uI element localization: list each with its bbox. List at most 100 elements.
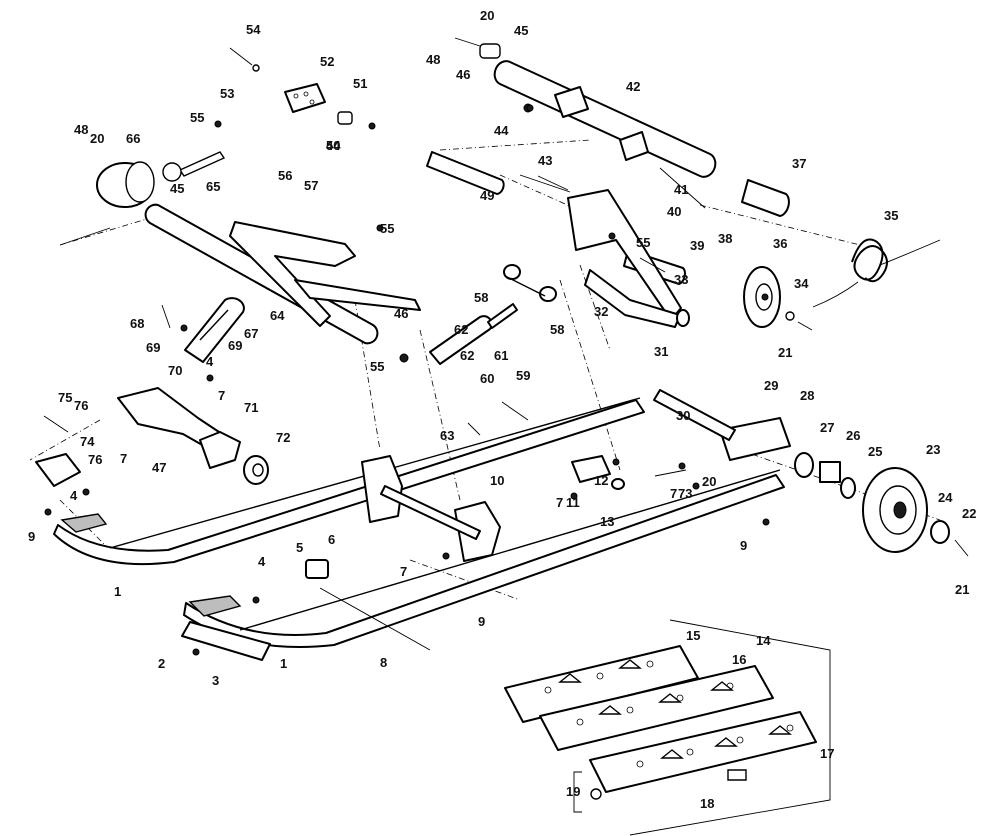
- callout: 9: [740, 538, 747, 553]
- callout: 14: [756, 633, 771, 648]
- front-shaft-assembly: [59, 151, 421, 345]
- callout: 7: [120, 451, 127, 466]
- callout: 1: [280, 656, 287, 671]
- callout: 50: [326, 138, 340, 153]
- callout: 26: [846, 428, 860, 443]
- callout: 20: [90, 131, 104, 146]
- callout: 25: [868, 444, 882, 459]
- callout: 7: [556, 495, 563, 510]
- callout: 1: [114, 584, 121, 599]
- front-link-assembly: [35, 297, 269, 487]
- callout: 17: [820, 746, 834, 761]
- callout: 54: [246, 22, 261, 37]
- callout: 75: [58, 390, 72, 405]
- callout-labels: 1 1 2 3 4 4 4 5 6 7 7 7 7 7 8 9 9 9 10 1…: [28, 8, 976, 811]
- callout: 55: [636, 235, 650, 250]
- idler-wheel-small: [743, 266, 813, 331]
- callout: 48: [426, 52, 440, 67]
- callout: 4: [70, 488, 78, 503]
- callout: 35: [884, 208, 898, 223]
- callout: 7: [670, 486, 677, 501]
- right-rail: [181, 469, 785, 661]
- callout: 58: [550, 322, 564, 337]
- callout: 64: [270, 308, 285, 323]
- callout: 55: [380, 221, 394, 236]
- callout: 23: [926, 442, 940, 457]
- callout: 61: [494, 348, 508, 363]
- callout: 45: [170, 181, 184, 196]
- callout: 15: [686, 628, 700, 643]
- callout: 37: [792, 156, 806, 171]
- callout: 59: [516, 368, 530, 383]
- callout: 32: [594, 304, 608, 319]
- shock-absorber: [429, 264, 557, 365]
- callout: 70: [168, 363, 182, 378]
- callout: 76: [88, 452, 102, 467]
- callout: 69: [228, 338, 242, 353]
- callout: 65: [206, 179, 220, 194]
- callout: 38: [718, 231, 732, 246]
- callout: 4: [206, 354, 214, 369]
- callout: 33: [674, 272, 688, 287]
- callout: 68: [130, 316, 144, 331]
- mount-plate: [229, 47, 353, 125]
- callout: 13: [600, 514, 614, 529]
- assembly-centerlines: [29, 139, 941, 601]
- callout: 7: [400, 564, 407, 579]
- rail-brackets: [361, 389, 791, 562]
- callout: 45: [514, 23, 528, 38]
- hardware: [43, 104, 770, 656]
- callout: 27: [820, 420, 834, 435]
- callout: 51: [353, 76, 367, 91]
- callout: 53: [220, 86, 234, 101]
- callout: 34: [794, 276, 809, 291]
- callout: 56: [278, 168, 292, 183]
- callout: 43: [538, 153, 552, 168]
- track-clip-section: [504, 619, 831, 836]
- callout: 63: [440, 428, 454, 443]
- upper-cross-shaft: [454, 37, 717, 178]
- callout: 55: [190, 110, 204, 125]
- callout: 66: [126, 131, 140, 146]
- callout: 49: [480, 188, 494, 203]
- callout: 46: [394, 306, 408, 321]
- callout: 36: [773, 236, 787, 251]
- callout: 55: [370, 359, 384, 374]
- callout: 7: [218, 388, 225, 403]
- callout: 69: [146, 340, 160, 355]
- callout: 39: [690, 238, 704, 253]
- callout: 62: [454, 322, 468, 337]
- callout: 72: [276, 430, 290, 445]
- callout: 73: [678, 486, 692, 501]
- callout: 71: [244, 400, 258, 415]
- callout: 74: [80, 434, 95, 449]
- callout: 44: [494, 123, 509, 138]
- callout: 46: [456, 67, 470, 82]
- callout: 4: [258, 554, 266, 569]
- callout: 52: [320, 54, 334, 69]
- torsion-spring: [812, 238, 941, 308]
- callout: 40: [667, 204, 681, 219]
- rear-arm: [567, 189, 690, 328]
- callout: 16: [732, 652, 746, 667]
- callout: 41: [674, 182, 688, 197]
- callout: 58: [474, 290, 488, 305]
- callout: 62: [460, 348, 474, 363]
- callout: 5: [296, 540, 303, 555]
- callout: 2: [158, 656, 165, 671]
- callout: 47: [152, 460, 166, 475]
- callout: 42: [626, 79, 640, 94]
- callout: 20: [702, 474, 716, 489]
- callout: 48: [74, 122, 88, 137]
- callout: 44: [326, 138, 341, 153]
- callout: 22: [962, 506, 976, 521]
- callout: 21: [955, 582, 969, 597]
- callout: 31: [654, 344, 668, 359]
- callout: 6: [328, 532, 335, 547]
- callout: 76: [74, 398, 88, 413]
- callout: 8: [380, 655, 387, 670]
- callout: 3: [212, 673, 219, 688]
- callout: 9: [28, 529, 35, 544]
- callout: 30: [676, 408, 690, 423]
